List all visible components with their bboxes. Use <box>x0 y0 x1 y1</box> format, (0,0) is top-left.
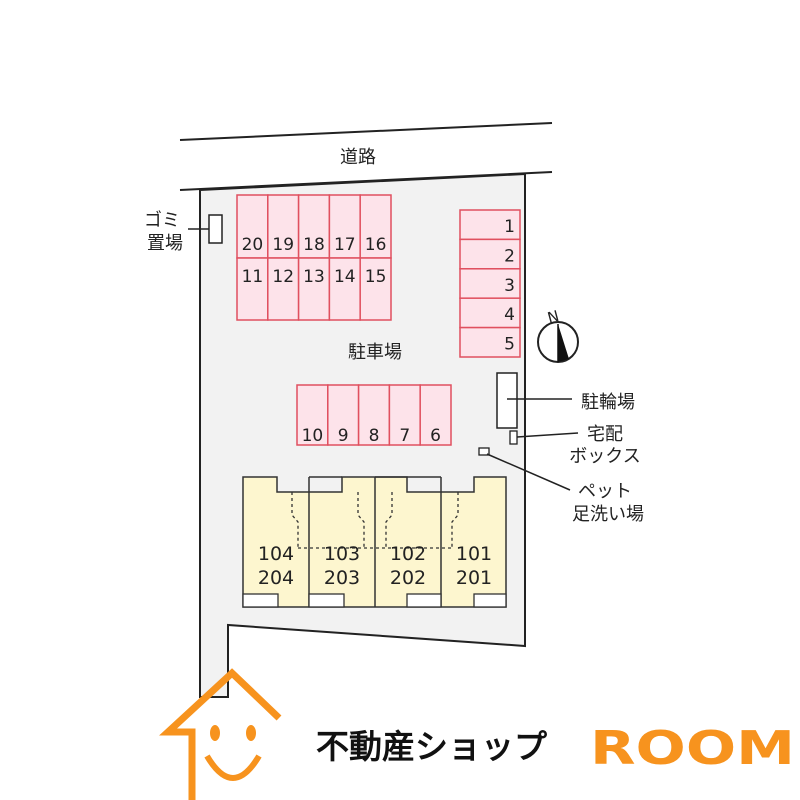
unit-number-lower: 204 <box>258 567 294 589</box>
parking-slot <box>297 257 331 321</box>
garbage-label-1: ゴミ <box>144 210 180 231</box>
road-label: 道路 <box>340 147 376 168</box>
parking-number: 3 <box>504 276 515 296</box>
parking-number: 5 <box>504 335 515 355</box>
parking-slot <box>459 326 521 358</box>
parking-number: 8 <box>369 426 380 446</box>
unit-number-lower: 201 <box>456 567 492 589</box>
unit-number-lower: 203 <box>324 567 360 589</box>
compass-north-label: N <box>546 307 562 327</box>
parking-number: 6 <box>430 426 441 446</box>
pet-wash-label-1: ペット <box>578 481 632 502</box>
parking-label: 駐車場 <box>348 342 402 363</box>
unit-number-upper: 104 <box>258 543 294 565</box>
unit-number-lower: 202 <box>390 567 426 589</box>
parking-slot <box>359 194 392 259</box>
parking-number: 7 <box>399 426 410 446</box>
parking-slot <box>359 257 392 321</box>
parking-slot <box>328 257 361 321</box>
parking-number: 10 <box>302 426 324 446</box>
parking-number: 15 <box>365 267 387 287</box>
parking-slot <box>459 297 521 329</box>
parking-number: 2 <box>504 246 515 266</box>
parking-slot <box>419 384 452 446</box>
pet-wash-area <box>478 447 490 456</box>
parking-number: 4 <box>504 305 515 325</box>
delivery-box-label-2: ボックス <box>569 446 640 467</box>
parking-number: 16 <box>365 235 387 255</box>
garbage-label-2: 置場 <box>147 233 183 254</box>
logo-text: 不動産ショップ <box>316 727 548 766</box>
bicycle-parking-label: 駐輪場 <box>581 392 635 413</box>
delivery-box <box>509 430 518 445</box>
parking-slot <box>459 238 521 270</box>
parking-slot <box>327 384 360 446</box>
unit-number-upper: 102 <box>390 543 426 565</box>
parking-number: 11 <box>242 267 264 287</box>
unit-number-upper: 101 <box>456 543 492 565</box>
parking-number: 1 <box>504 217 515 237</box>
parking-number: 12 <box>272 267 294 287</box>
pet-wash-leader-line <box>486 453 571 491</box>
delivery-box-label-1: 宅配 <box>587 424 623 445</box>
garbage-area <box>208 214 223 244</box>
parking-slot <box>357 384 391 446</box>
apartment-building <box>242 476 507 608</box>
road-edge-top <box>179 122 553 141</box>
pet-wash-label-2: 足洗い場 <box>572 504 644 525</box>
parking-number: 9 <box>338 426 349 446</box>
parking-slot <box>236 194 269 259</box>
parking-number: 13 <box>303 267 325 287</box>
unit-number-upper: 103 <box>324 543 360 565</box>
parking-number: 19 <box>272 235 294 255</box>
parking-slot <box>459 268 521 299</box>
parking-number: 18 <box>303 235 325 255</box>
company-logo: 不動産ショップ ROOM <box>159 668 795 800</box>
bicycle-parking <box>496 372 518 429</box>
parking-slot <box>388 384 421 446</box>
parking-slot <box>267 257 300 321</box>
compass-icon: N <box>537 307 579 363</box>
delivery-leader-line <box>516 432 579 438</box>
parking-number: 17 <box>334 235 356 255</box>
logo-brand: ROOM <box>590 721 795 775</box>
parking-number: 14 <box>334 267 356 287</box>
parking-number: 20 <box>242 235 264 255</box>
